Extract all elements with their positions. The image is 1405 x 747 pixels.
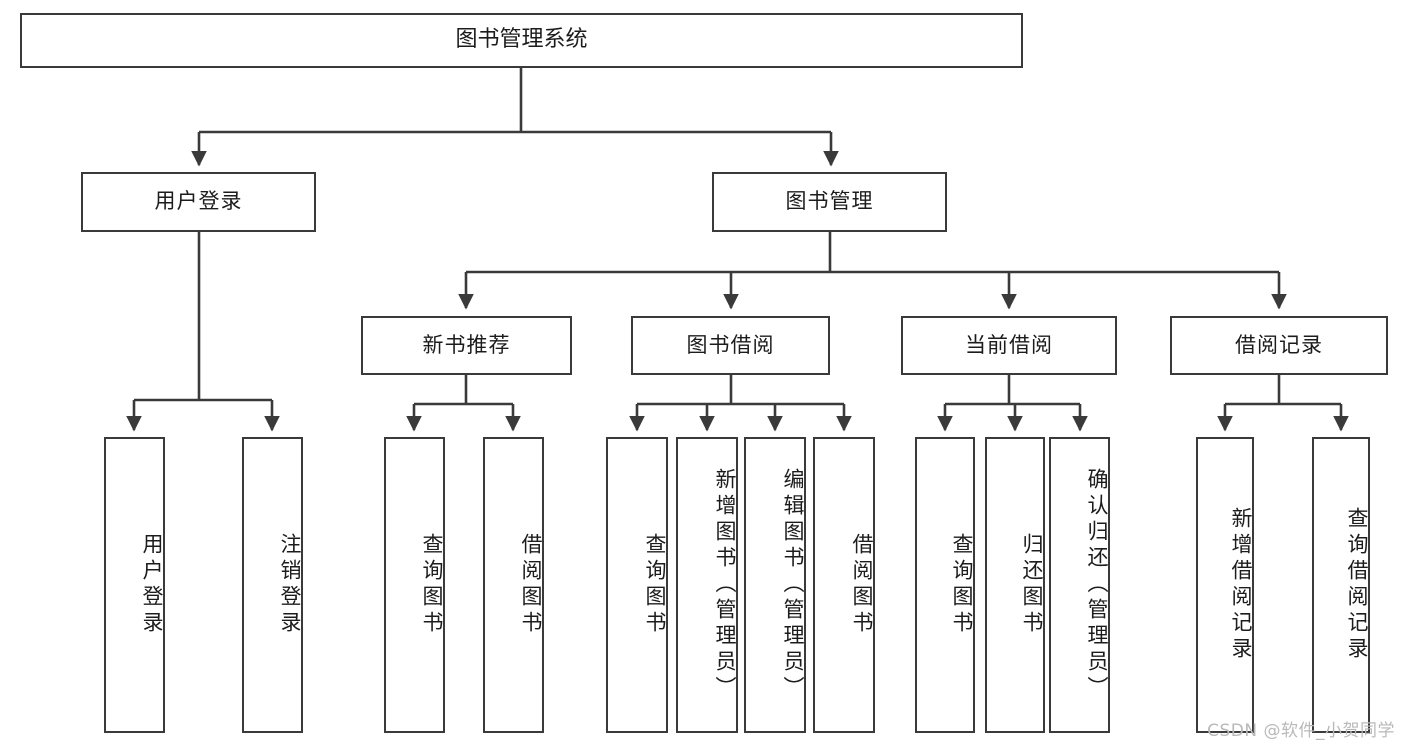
node-label: 借阅记录 [1235,332,1323,357]
node-label: 查询图书 [950,533,974,637]
leaf-borrow-book-1[interactable]: 借阅图书 [483,437,544,733]
node-label: 用户登录 [140,533,164,637]
leaf-confirm-return[interactable]: 确认归还（管理员） [1049,437,1110,733]
node-book-manage[interactable]: 图书管理 [712,172,947,232]
leaf-query-book-1[interactable]: 查询图书 [384,437,445,733]
node-label: 借阅图书 [519,533,543,637]
node-label: 图书管理系统 [455,27,588,53]
node-label: 查询图书 [420,533,444,637]
leaf-query-book-2[interactable]: 查询图书 [606,437,668,733]
node-label: 新增借阅记录 [1229,507,1253,663]
node-user-login[interactable]: 用户登录 [81,172,316,232]
leaf-query-book-3[interactable]: 查询图书 [915,437,975,733]
node-label: 查询借阅记录 [1345,507,1369,663]
leaf-return-book[interactable]: 归还图书 [985,437,1045,733]
node-book-borrow[interactable]: 图书借阅 [631,316,830,375]
node-label: 归还图书 [1020,533,1044,637]
leaf-add-record[interactable]: 新增借阅记录 [1196,437,1254,733]
node-label: 新书推荐 [422,332,511,357]
node-current-borrow[interactable]: 当前借阅 [901,316,1117,375]
node-label: 新增图书（管理员） [713,468,737,702]
leaf-edit-book[interactable]: 编辑图书（管理员） [744,437,806,733]
node-label: 图书管理 [785,189,874,214]
node-label: 查询图书 [643,533,667,637]
node-label: 借阅图书 [850,533,874,637]
node-label: 编辑图书（管理员） [781,468,805,702]
node-label: 当前借阅 [965,332,1053,357]
node-label: 确认归还（管理员） [1085,468,1109,702]
leaf-user-logout[interactable]: 注销登录 [242,437,303,733]
node-label: 用户登录 [154,189,243,214]
node-root-book-management-system[interactable]: 图书管理系统 [20,13,1023,68]
node-label: 图书借阅 [686,332,775,357]
node-borrow-record[interactable]: 借阅记录 [1170,316,1388,375]
leaf-query-record[interactable]: 查询借阅记录 [1312,437,1370,733]
node-new-book-rec[interactable]: 新书推荐 [361,316,572,375]
leaf-borrow-book-2[interactable]: 借阅图书 [813,437,875,733]
leaf-add-book[interactable]: 新增图书（管理员） [676,437,738,733]
leaf-user-login[interactable]: 用户登录 [104,437,165,733]
node-label: 注销登录 [278,533,302,637]
